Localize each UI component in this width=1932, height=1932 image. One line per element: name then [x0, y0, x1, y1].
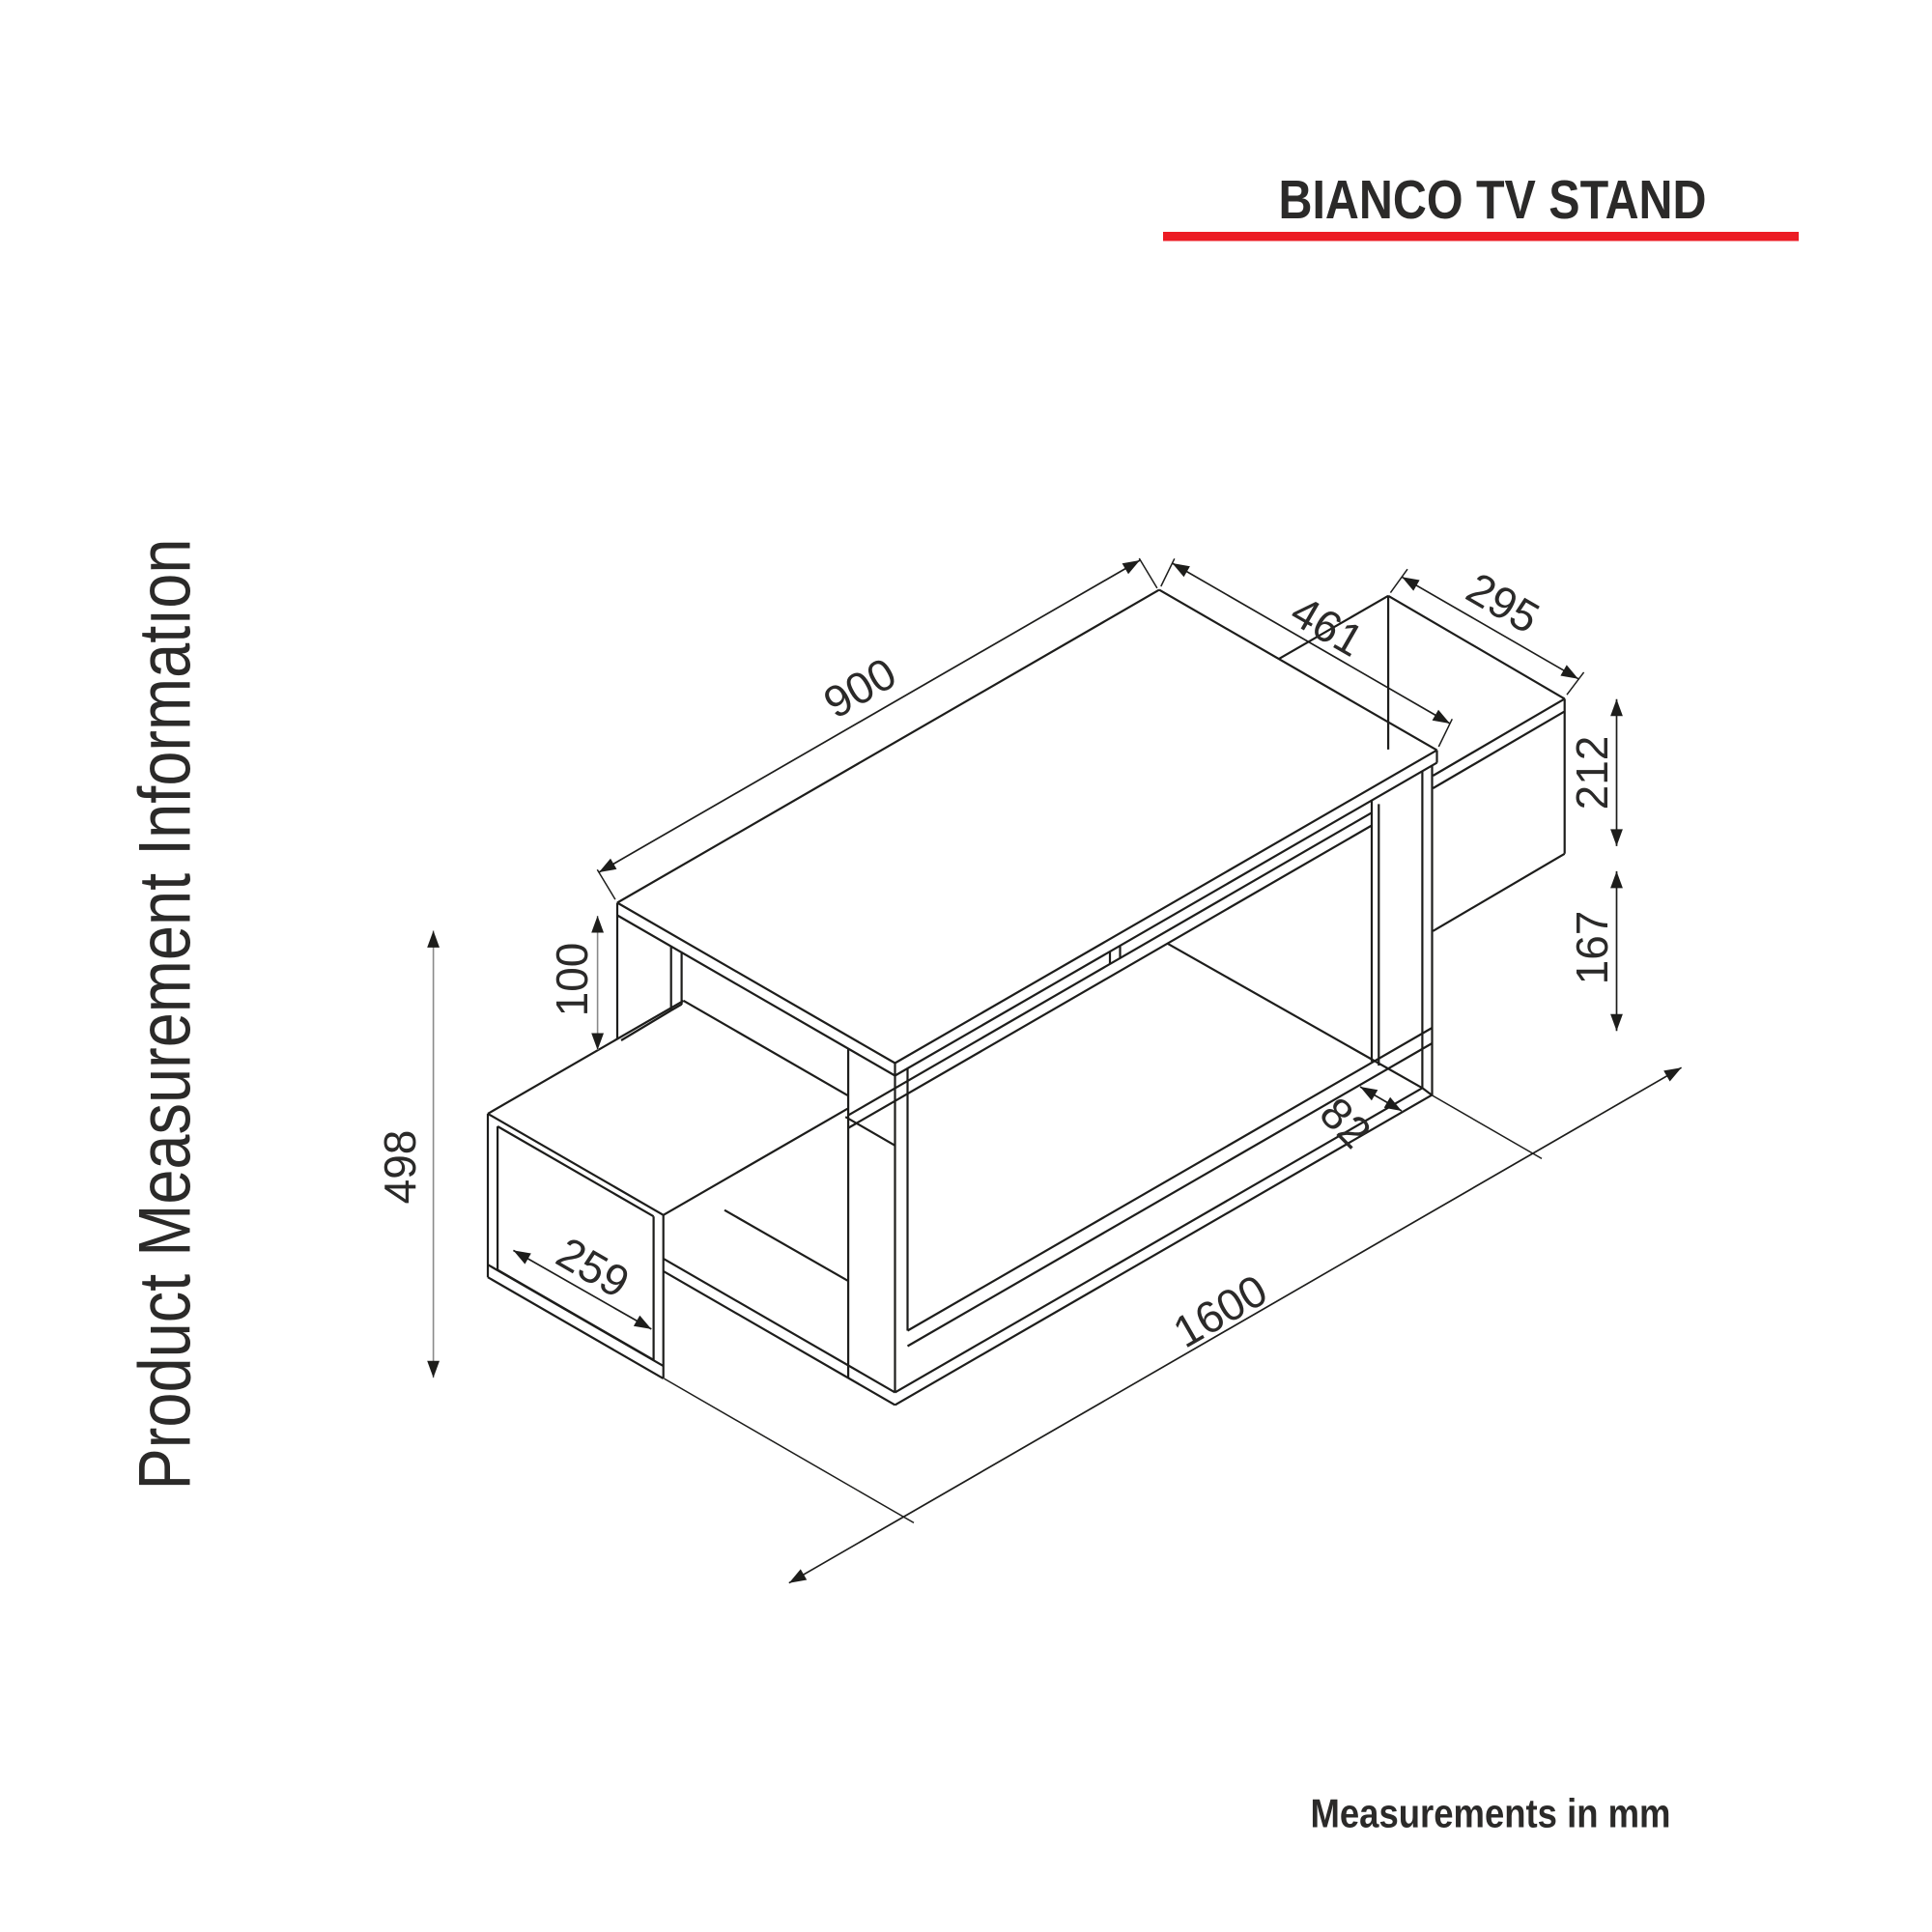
svg-text:Product Measurement Informatıo: Product Measurement Informatıon — [125, 539, 207, 1491]
svg-text:Measurements in mm: Measurements in mm — [1311, 1791, 1671, 1836]
svg-text:167: 167 — [1567, 911, 1617, 985]
svg-text:100: 100 — [547, 943, 597, 1017]
svg-text:498: 498 — [375, 1130, 425, 1205]
svg-text:212: 212 — [1567, 736, 1617, 810]
svg-text:BIANCO TV STAND: BIANCO TV STAND — [1279, 169, 1707, 231]
